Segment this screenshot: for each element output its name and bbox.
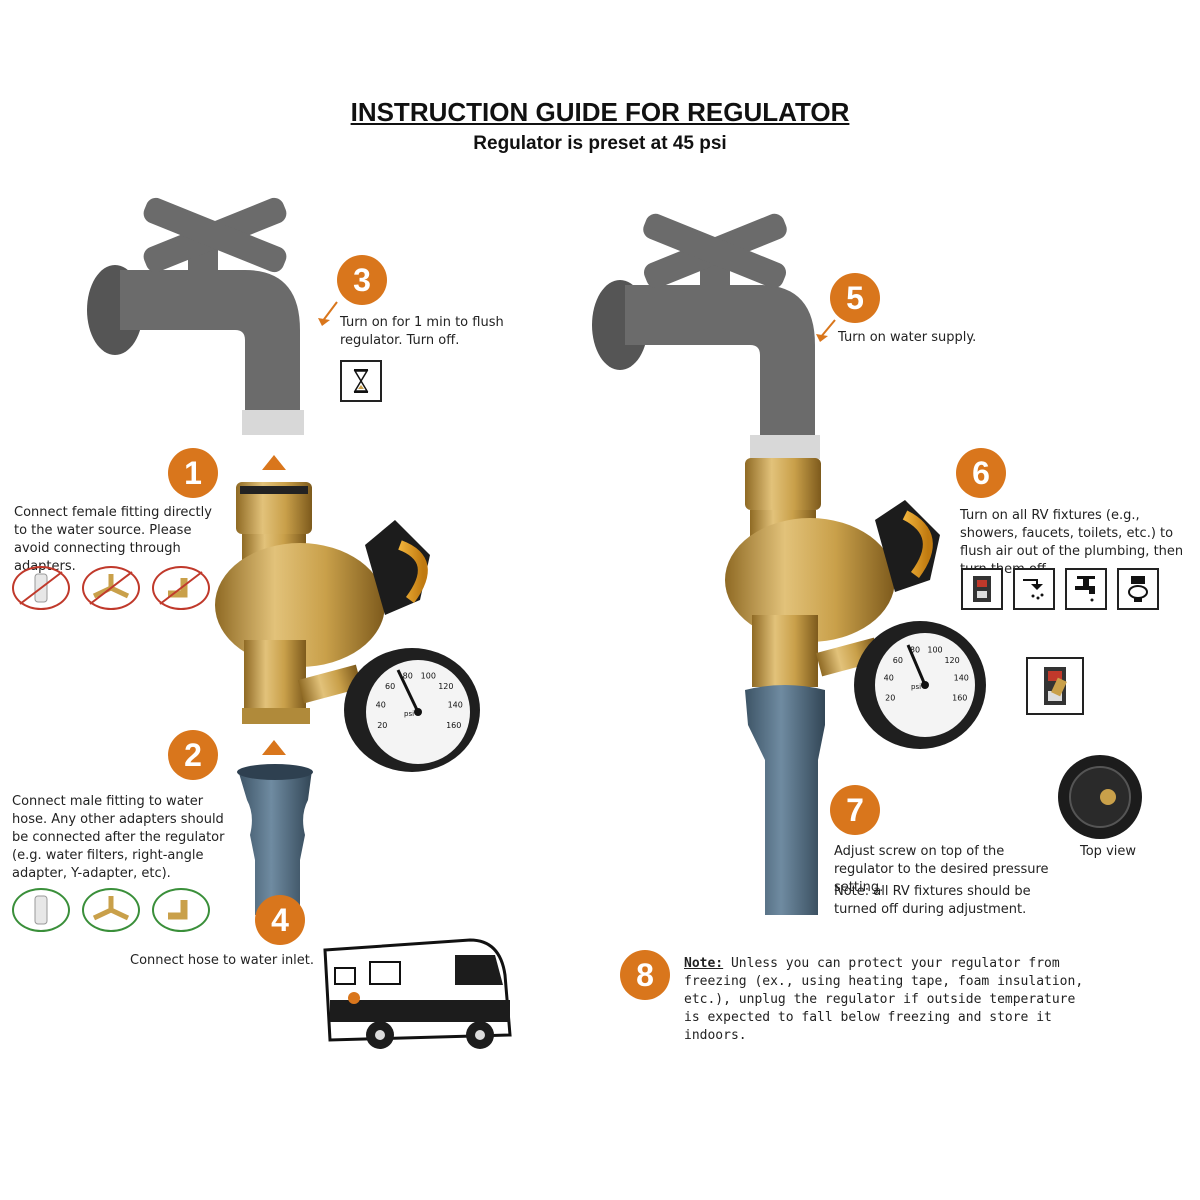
elbow-adapter-icon	[152, 888, 210, 932]
gauge-tick-label: 20	[885, 694, 895, 703]
rv-illustration	[323, 938, 512, 1049]
y-adapter-icon	[82, 888, 140, 932]
step-4-text: Connect hose to water inlet.	[130, 953, 315, 968]
left-faucet	[87, 197, 304, 435]
step-8-badge: 8	[620, 950, 670, 1000]
step-4-badge: 4	[255, 895, 305, 945]
gauge-tick-label: 80	[403, 671, 413, 680]
gauge-tick-label: 20	[377, 721, 387, 730]
top-view-label: Top view	[1080, 844, 1137, 859]
gauge-tick-label: 80	[910, 645, 920, 654]
gauge-tick-label: 40	[376, 700, 386, 709]
switch-icon	[1026, 657, 1084, 715]
step-8-body: Unless you can protect your regulator fr…	[684, 956, 1084, 1043]
switch-icon	[961, 568, 1003, 610]
right-pressure-gauge	[854, 621, 986, 749]
step-2-badge: 2	[168, 730, 218, 780]
step-1-badge: 1	[168, 448, 218, 498]
page-title: INSTRUCTION GUIDE FOR REGULATOR	[350, 97, 850, 127]
step-2-text: Connect male fitting to water hose. Any …	[12, 794, 225, 881]
step-7-note: Note: all RV fixtures should be turned o…	[834, 884, 1031, 917]
filter-icon	[12, 566, 70, 610]
right-regulator	[725, 458, 940, 687]
step-7-text: Adjust screw on top of the regulator to …	[834, 844, 1049, 895]
elbow-adapter-icon	[152, 566, 210, 610]
left-hose	[237, 764, 313, 915]
step-5-badge: 5	[830, 273, 880, 323]
gauge-tick-label: 100	[421, 671, 436, 680]
toilet-icon	[1117, 568, 1159, 610]
arrow-up-bottom-left	[262, 740, 286, 755]
gauge-unit-label: psi	[911, 683, 921, 691]
left-regulator	[215, 482, 430, 724]
gauge-tick-label: 60	[385, 682, 395, 691]
step-5-text: Turn on water supply.	[838, 330, 977, 345]
step-3-badge: 3	[337, 255, 387, 305]
gauge-tick-label: 40	[884, 674, 894, 683]
hourglass-icon	[340, 360, 382, 402]
pointer-arrow-step5	[819, 319, 836, 339]
step-3-text: Turn on for 1 min to flush regulator. Tu…	[340, 315, 504, 348]
gauge-tick-label: 60	[893, 656, 903, 665]
left-pressure-gauge	[344, 648, 480, 772]
faucet-icon	[1065, 568, 1107, 610]
right-faucet	[592, 213, 820, 459]
right-hose	[745, 685, 825, 915]
arrow-up-top-left	[262, 455, 286, 470]
filter-icon	[12, 888, 70, 932]
gauge-unit-label: psi	[404, 710, 414, 718]
gauge-tick-label: 120	[438, 682, 453, 691]
top-view-knob	[1058, 755, 1142, 839]
page-subtitle: Regulator is preset at 45 psi	[473, 133, 727, 154]
step-8-note-label: Note:	[684, 956, 724, 971]
step-1-text: Connect female fitting directly to the w…	[14, 505, 212, 574]
shower-icon	[1013, 568, 1055, 610]
step-7-badge: 7	[830, 785, 880, 835]
gauge-tick-label: 100	[927, 645, 942, 654]
gauge-tick-label: 140	[954, 674, 969, 683]
y-adapter-icon	[82, 566, 140, 610]
gauge-tick-label: 160	[952, 694, 967, 703]
step-6-badge: 6	[956, 448, 1006, 498]
pointer-arrow-step3	[321, 301, 338, 323]
gauge-tick-label: 160	[446, 721, 461, 730]
step-8-text: Note: Unless you can protect your regula…	[684, 955, 1084, 1045]
step-6-text: Turn on all RV fixtures (e.g., showers, …	[960, 508, 1184, 577]
gauge-tick-label: 140	[448, 700, 463, 709]
gauge-tick-label: 120	[944, 656, 959, 665]
